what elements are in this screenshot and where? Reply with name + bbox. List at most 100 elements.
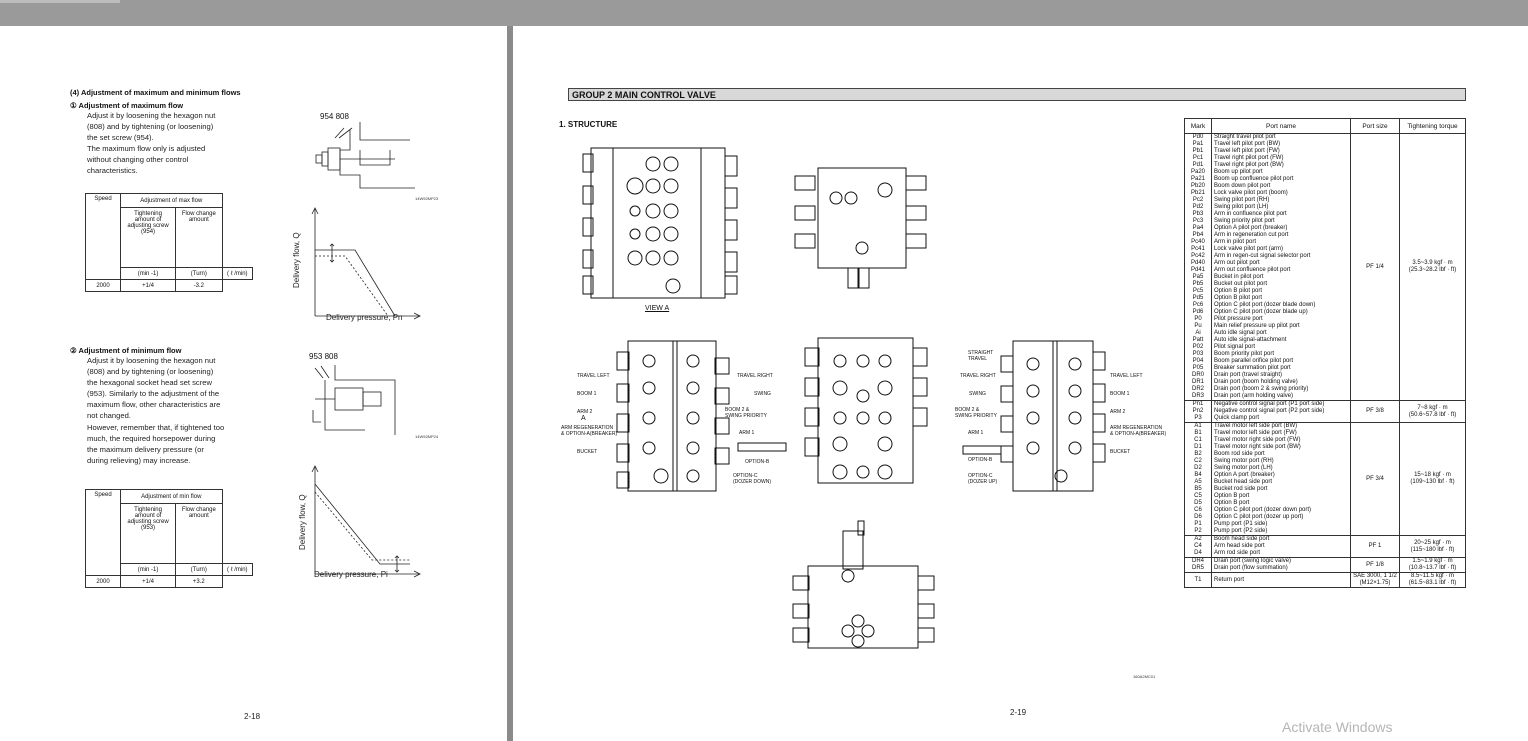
port-name: Option A pilot port (breaker) [1214, 225, 1288, 231]
header-line: Tightening [134, 211, 162, 217]
mark: B2 [1194, 451, 1202, 457]
unit-turn: (Turn) [175, 267, 223, 280]
port-name: Boom parallel orifice pilot port [1214, 358, 1294, 364]
mark: Pu [1194, 323, 1202, 329]
mark: DR0 [1191, 372, 1204, 378]
port-name: Option A port (breaker) [1214, 472, 1275, 478]
port-table: Mark Port name Port size Tightening torq… [1184, 118, 1466, 588]
mark: Pb1 [1192, 148, 1204, 154]
torque-cell: 8.5~11.5 kgf · m(61.5~83.1 lbf · ft) [1399, 572, 1466, 588]
port-name: Drain port (flow summation) [1214, 565, 1288, 571]
label-option-breaker: & OPTION-A(BREAKER) [561, 431, 618, 437]
mark: P03 [1192, 351, 1204, 357]
port-name: Option B pilot port [1214, 295, 1263, 301]
mark: Pc1 [1192, 155, 1204, 161]
mark: Pd40 [1190, 260, 1205, 266]
activate-windows-watermark: Activate Windows [1282, 719, 1393, 735]
port-name: Travel left pilot port (FW) [1214, 148, 1280, 154]
speed-header: Speed [85, 193, 121, 280]
paragraph-line: Adjust it by loosening the hexagon nut [87, 111, 216, 120]
value-speed: 2000 [85, 575, 121, 588]
port-name: Swing motor port (RH) [1214, 458, 1274, 464]
mark: Pd5 [1192, 295, 1204, 301]
mark: P3 [1194, 415, 1202, 421]
label-arm2: ARM 2 [577, 409, 593, 415]
page-2-19: GROUP 2 MAIN CONTROL VALVE 1. STRUCTURE [513, 26, 1528, 741]
mark: Patt [1192, 337, 1204, 343]
col-torque: Tightening torque [1399, 118, 1466, 134]
mark: D1 [1194, 444, 1202, 450]
mark: Pa1 [1192, 141, 1204, 147]
port-name: Drain port (arm holding valve) [1214, 393, 1294, 399]
port-name: Boom rod side port [1214, 451, 1265, 457]
port-name: Boom priority pilot port [1214, 351, 1275, 357]
label-option-b: OPTION-B [745, 459, 770, 465]
torque-line: 20~25 kgf · m [1414, 539, 1451, 546]
label-arm1-2: ARM 1 [968, 430, 984, 436]
label-arm1: ARM 1 [739, 430, 755, 436]
fig-code: 160A2MC01 [1133, 674, 1156, 679]
label-swing-2: SWING [969, 391, 986, 397]
label-boom2: BOOM 2 & [725, 407, 750, 413]
label-boom1-2: BOOM 1 [1110, 391, 1130, 397]
label-arm-regen-2: ARM REGENERATION [1110, 425, 1163, 431]
mark: Pb21 [1190, 190, 1205, 196]
label-boom2-2: BOOM 2 & [955, 407, 980, 413]
mark: A2 [1194, 536, 1202, 542]
mark: Pb4 [1192, 232, 1204, 238]
port-name: Option C pilot port (dozer blade up) [1214, 309, 1308, 315]
torque-cell: 15~18 kgf · m(109~130 lbf · ft) [1399, 422, 1466, 536]
mark: P2 [1194, 528, 1202, 534]
label-travel-right: TRAVEL RIGHT [737, 373, 773, 379]
toolbar-tab[interactable] [0, 0, 120, 3]
mark: B1 [1194, 430, 1202, 436]
port-name: Travel motor left side port (FW) [1214, 430, 1297, 436]
mark: A1 [1194, 423, 1202, 429]
col-port-name: Port name [1211, 118, 1351, 134]
mark: D2 [1194, 465, 1202, 471]
port-name: Arm in regen-cut signal selector port [1214, 253, 1311, 259]
mark: DR4 [1191, 558, 1204, 564]
mark: Pc40 [1191, 239, 1205, 245]
label-travel-left: TRAVEL LEFT [577, 373, 610, 379]
torque-line: 7~8 kgf · m [1417, 404, 1448, 411]
mark: Pa20 [1190, 169, 1205, 175]
port-size-cell: SAE 3000, 1 1/2 (M12×1.75) [1350, 572, 1400, 588]
mark: A5 [1194, 479, 1202, 485]
port-name: Option C pilot port (dozer up port) [1214, 514, 1304, 520]
port-name: Bucket out pilot port [1214, 281, 1268, 287]
mark: Pb3 [1192, 211, 1204, 217]
page-gutter [507, 26, 513, 741]
port-name: Arm rod side port [1214, 550, 1261, 556]
max-flow-description: Adjust it by loosening the hexagon nut(8… [87, 110, 277, 177]
fig-code: 14W92MP24 [415, 434, 439, 439]
header-line: amount of [134, 513, 162, 519]
paragraph-line: during relieving) may increase. [87, 455, 191, 465]
value-flow: +3.2 [175, 575, 223, 588]
main-control-valve-drawing [582, 147, 1106, 649]
label-bucket: BUCKET [577, 449, 598, 455]
mark: Pa21 [1190, 176, 1205, 182]
unit-flow: ( ℓ /min) [221, 563, 254, 576]
table-header: Adjustment of max flow [120, 193, 223, 208]
mark: C5 [1194, 493, 1202, 499]
port-name: Option B port [1214, 500, 1250, 506]
paragraph-line: without changing other control [87, 155, 189, 165]
port-name: Return port [1214, 576, 1245, 583]
label-option-breaker-2: & OPTION-A(BREAKER) [1110, 431, 1167, 437]
port-name: Travel left pilot port (BW) [1214, 141, 1281, 147]
mark: C1 [1194, 437, 1202, 443]
mark: Pd0 [1192, 134, 1204, 140]
paragraph-line: the hexagonal socket head set screw [87, 378, 212, 388]
port-size-cell: PF 1/8 [1350, 557, 1400, 573]
label-dozer-down: (DOZER DOWN) [733, 479, 772, 485]
mark: Pc3 [1192, 218, 1204, 224]
port-name-cell: Drain port (swing logic valve)Drain port… [1211, 557, 1351, 573]
port-name: Negative control signal port (P1 port si… [1214, 401, 1325, 407]
